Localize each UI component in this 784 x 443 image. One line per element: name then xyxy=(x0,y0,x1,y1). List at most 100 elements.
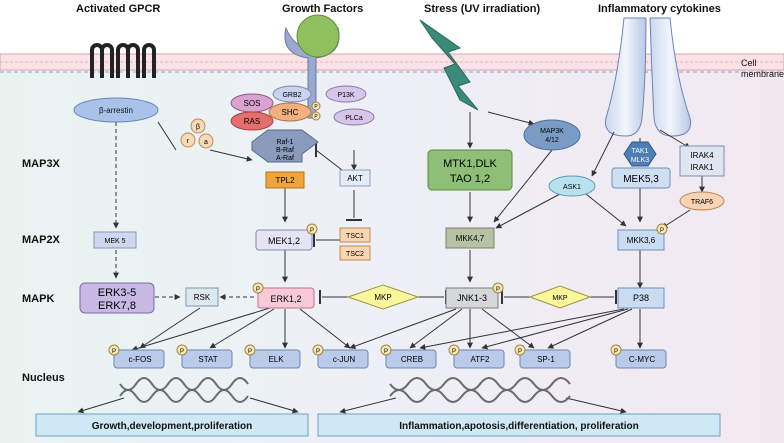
plca-node xyxy=(333,108,375,126)
erk35-label-2: ERK7,8 xyxy=(98,300,136,312)
irak-label-1: IRAK4 xyxy=(690,151,714,160)
phospho-p13k-icon xyxy=(311,101,321,111)
p13k-label: P13K xyxy=(337,92,354,99)
braf-label: B-Raf xyxy=(276,147,294,154)
erk12-label: ERK1,2 xyxy=(270,294,301,304)
mek53-node xyxy=(611,167,671,189)
tsc1-label: TSC1 xyxy=(346,233,364,240)
atf2-node xyxy=(453,349,505,369)
ras-label: RAS xyxy=(244,117,260,126)
phospho-cjun-icon xyxy=(312,344,324,356)
phospho-cmyc-icon xyxy=(610,344,622,356)
phospho-label-2: P xyxy=(180,349,184,355)
phospho-label-3: P xyxy=(248,349,252,355)
growth-factor-receptor-icon xyxy=(284,14,340,119)
jnk13-node xyxy=(445,287,499,309)
phospho-elk-icon xyxy=(244,344,256,356)
cjun-node xyxy=(317,349,369,369)
erk12-node xyxy=(257,287,315,309)
mkk47-node xyxy=(445,227,495,249)
mtk-label-2: TAO 1,2 xyxy=(450,173,490,185)
stat-label: STAT xyxy=(198,355,217,364)
outcome-inflammation-label: Inflammation,apotosis,differentiation, p… xyxy=(399,421,638,432)
phospho-mek12-icon xyxy=(306,223,318,235)
ras-node xyxy=(230,111,274,131)
outcome-inflammation-box xyxy=(317,413,721,437)
tsc1-node xyxy=(339,227,371,243)
p38-label: P38 xyxy=(633,293,649,303)
phospho-creb-icon xyxy=(380,344,392,356)
membrane-label-1: Cell xyxy=(741,58,757,68)
label-map3x: MAP3X xyxy=(22,158,61,170)
tsc2-label: TSC2 xyxy=(346,251,364,258)
grb2-label: GRB2 xyxy=(282,92,301,99)
uv-lightning-icon xyxy=(419,19,479,111)
dna-helix-right-icon xyxy=(389,377,571,403)
phospho-label-7: P xyxy=(518,349,522,355)
phospho-cfos-icon xyxy=(108,344,120,356)
akt-node xyxy=(339,169,371,187)
stat-node xyxy=(181,349,233,369)
irak-node xyxy=(679,145,725,177)
header-growth-factors: Growth Factors xyxy=(282,3,363,15)
shc-label: SHC xyxy=(282,108,299,117)
mek12-label: MEK1,2 xyxy=(268,236,300,246)
mek53-label: MEK5,3 xyxy=(623,174,659,185)
phospho-label-1: P xyxy=(112,349,116,355)
raf1-label: Raf-1 xyxy=(276,139,293,146)
label-nucleus: Nucleus xyxy=(22,372,65,384)
rsk-label: RSK xyxy=(194,293,211,302)
phospho-label-5: P xyxy=(384,349,388,355)
p38-node xyxy=(617,287,665,309)
tsc2-node xyxy=(339,245,371,261)
arrestin-alpha-label: a xyxy=(204,139,208,146)
phospho-label-13: P xyxy=(314,104,318,110)
phospho-label-14: P xyxy=(314,114,318,120)
shc-node xyxy=(268,102,312,122)
p13k-node xyxy=(325,85,367,103)
map3k-label-2: 4/12 xyxy=(545,137,559,144)
mtk1-dlk-node xyxy=(427,149,513,191)
mkk36-label: MKK3,6 xyxy=(627,236,656,245)
header-stress: Stress (UV irradiation) xyxy=(424,3,540,15)
cfos-node xyxy=(113,349,165,369)
arrestin-beta-label: β xyxy=(196,124,200,131)
dna-helix-left-icon xyxy=(119,377,249,403)
creb-node xyxy=(385,349,437,369)
mkp-label-2: MKP xyxy=(552,295,568,302)
elk-node xyxy=(249,349,301,369)
cmyc-node xyxy=(615,349,667,369)
phospho-atf2-icon xyxy=(448,344,460,356)
mek5-label: MEK 5 xyxy=(104,238,125,245)
arrestin-gamma-label: r xyxy=(187,138,190,145)
phospho-label-8: P xyxy=(614,349,618,355)
ask1-label: ASK1 xyxy=(563,184,581,191)
phospho-sp1-icon xyxy=(514,344,526,356)
phospho-label-11: P xyxy=(496,287,500,293)
cfos-label: c-FOS xyxy=(128,355,151,364)
sp1-label: SP-1 xyxy=(537,355,555,364)
traf6-node xyxy=(679,191,725,211)
tpl2-label: TPL2 xyxy=(275,176,295,185)
map3k-node xyxy=(523,119,581,151)
phospho-erk12-icon xyxy=(252,282,264,294)
arrestin-alpha-node xyxy=(198,133,214,149)
erk35-label-1: ERK3-5 xyxy=(98,287,137,299)
erk35-node xyxy=(79,282,155,314)
jnk13-label: JNK1-3 xyxy=(457,293,487,303)
phospho-label-12: P xyxy=(660,228,664,234)
rsk-node xyxy=(185,287,219,307)
arrestin-gamma-node xyxy=(180,132,196,148)
phospho-markers xyxy=(108,101,668,356)
mkp-label-1: MKP xyxy=(374,293,391,302)
tak1-label-1: TAK1 xyxy=(632,148,649,155)
beta-arrestin-node xyxy=(73,97,159,123)
grb2-node xyxy=(272,85,312,103)
tak1-label-2: MLK3 xyxy=(631,157,649,164)
phospho-jnk13-icon xyxy=(492,282,504,294)
akt-label: AKT xyxy=(347,174,363,183)
cjun-label: c-JUN xyxy=(333,355,355,364)
elk-label: ELK xyxy=(268,355,284,364)
